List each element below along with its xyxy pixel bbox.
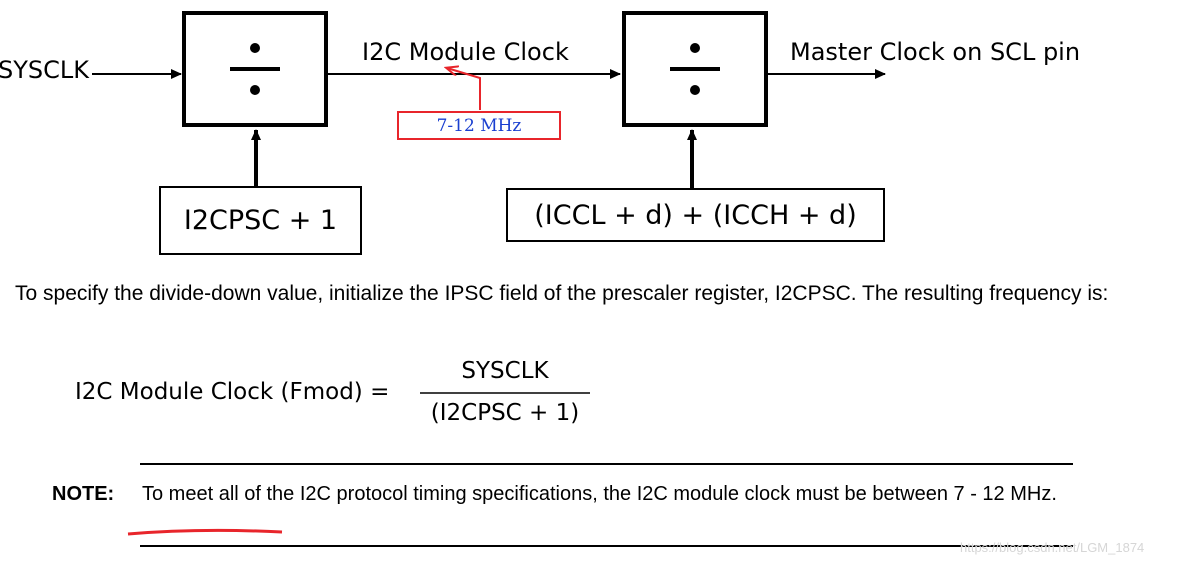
formula-lhs: I2C Module Clock (Fmod) =	[75, 379, 390, 405]
watermark: https://blog.csdn.net/LGM_1874	[960, 540, 1145, 555]
master-clock-label: Master Clock on SCL pin	[790, 38, 1081, 66]
formula-denominator: (I2CPSC + 1)	[430, 400, 580, 426]
division-sign-icon	[670, 41, 720, 97]
formula-numerator: SYSCLK	[461, 358, 549, 384]
description-paragraph: To specify the divide-down value, initia…	[15, 282, 1109, 305]
sysclk-label: SYSCLK	[0, 56, 89, 84]
annotation-pointer	[447, 68, 481, 110]
note-label: NOTE:	[52, 483, 115, 505]
note-text: To meet all of the I2C protocol timing s…	[142, 483, 1057, 505]
frequency-annotation: 7-12 MHz	[397, 111, 561, 140]
clock-divider-block	[622, 11, 768, 127]
prescaler-divider-block	[182, 11, 328, 127]
clock-divide-value-box: (ICCL + d) + (ICCH + d)	[506, 188, 885, 242]
mhz-underline	[127, 528, 283, 536]
division-sign-icon	[230, 41, 280, 97]
prescaler-value-box: I2CPSC + 1	[159, 186, 362, 255]
module-clock-label: I2C Module Clock	[362, 38, 569, 66]
